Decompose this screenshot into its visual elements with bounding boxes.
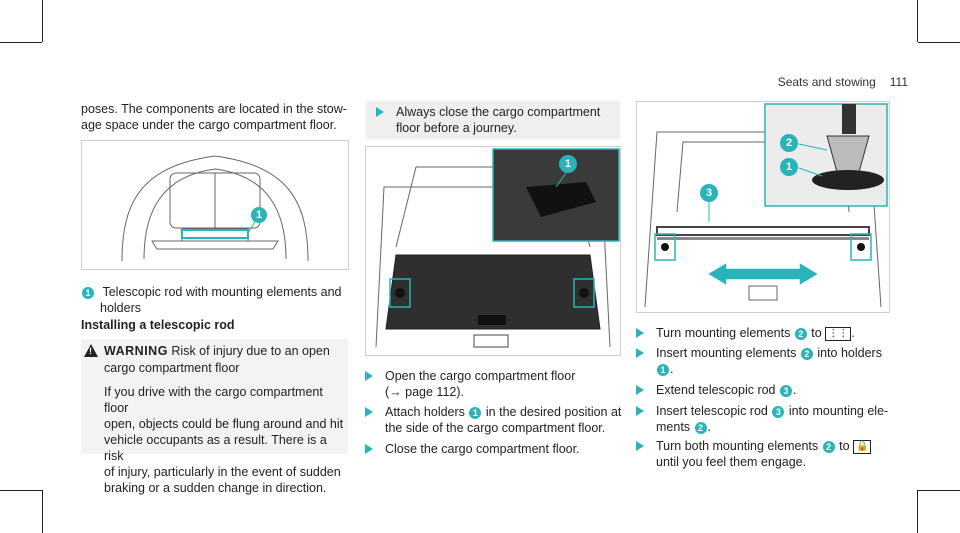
step-turn-both: Turn both mounting elements 2 to 🔒 until… — [636, 438, 896, 470]
figure-cargo-rear: 1 — [81, 140, 349, 270]
callout-2: 2 — [794, 327, 807, 340]
intro-text: poses. The components are located in the… — [81, 102, 347, 132]
callout-2: 2 — [800, 347, 813, 360]
figure-cargo-floor: 1 — [365, 146, 621, 356]
unlock-symbol-icon: ⋮⋮ — [825, 326, 852, 341]
cargo-floor-illustration — [375, 148, 620, 348]
page-number: 111 — [889, 75, 908, 89]
crop-mark — [917, 490, 918, 533]
crop-mark — [917, 0, 918, 42]
step-turn-mounting: Turn mounting elements 2 to ⋮⋮. — [636, 325, 896, 341]
callout-3: 3 — [700, 184, 718, 202]
step-insert-mounting: Insert mounting elements 2 into holders … — [636, 345, 896, 377]
crop-mark — [42, 490, 43, 533]
step-arrow-icon — [636, 406, 644, 416]
step-arrow-icon — [376, 107, 384, 117]
crop-mark — [0, 490, 42, 491]
callout-1: 1 — [780, 158, 798, 176]
step-open-floor: Open the cargo compartment floor (→ page… — [365, 368, 625, 400]
step-arrow-icon — [365, 407, 373, 417]
callout-1: 1 — [559, 155, 577, 173]
callout-1: 1 — [251, 207, 267, 223]
callout-2: 2 — [694, 421, 707, 434]
warning-box — [81, 339, 348, 454]
warning-icon — [84, 344, 98, 357]
note-step: Always close the cargo compartment floor… — [376, 104, 616, 136]
step-arrow-icon — [636, 441, 644, 451]
step-attach-holders: Attach holders 1 in the desired position… — [365, 404, 625, 436]
callout-1: 1 — [657, 363, 669, 376]
step-extend-rod: Extend telescopic rod 3. — [636, 382, 896, 398]
lock-symbol-icon: 🔒 — [853, 439, 872, 454]
callout-1: 1 — [82, 286, 94, 299]
step-arrow-icon — [365, 371, 373, 381]
figure-telescopic-rod: 2 1 3 — [636, 101, 890, 313]
callout-2: 2 — [780, 134, 798, 152]
legend-item-1: 1 Telescopic rod with mounting elements … — [81, 284, 351, 316]
telescopic-rod-illustration — [644, 103, 888, 308]
callout-2: 2 — [822, 440, 835, 453]
subheading: Installing a telescopic rod — [81, 318, 235, 332]
warning-heading: WARNING Risk of injury due to an open — [104, 344, 330, 358]
step-arrow-icon — [636, 385, 644, 395]
warning-text: cargo compartment floor If you drive wit… — [104, 361, 344, 495]
step-insert-rod: Insert telescopic rod 3 into mounting el… — [636, 403, 896, 435]
page-header: Seats and stowing 111 — [778, 75, 908, 89]
callout-3: 3 — [772, 405, 785, 418]
step-arrow-icon — [636, 328, 644, 338]
step-close-floor: Close the cargo compartment floor. — [365, 441, 625, 457]
crop-mark — [918, 490, 960, 491]
callout-3: 3 — [780, 384, 792, 397]
section-title: Seats and stowing — [777, 75, 876, 89]
crop-mark — [0, 42, 42, 43]
cargo-rear-illustration — [121, 155, 309, 262]
callout-1: 1 — [469, 406, 482, 419]
step-arrow-icon — [365, 444, 373, 454]
step-arrow-icon — [636, 348, 644, 358]
crop-mark — [42, 0, 43, 42]
note-box — [365, 101, 620, 139]
crop-mark — [918, 42, 960, 43]
